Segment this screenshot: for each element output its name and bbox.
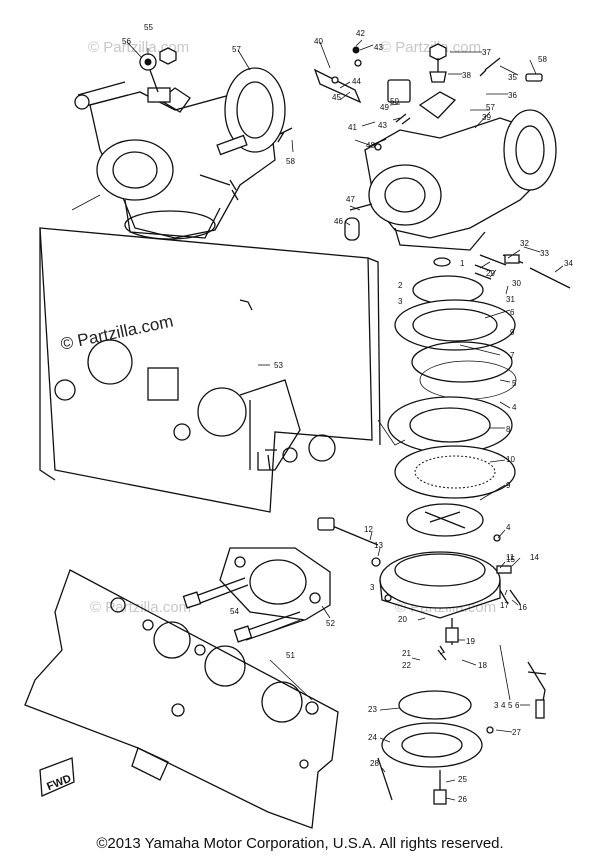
part-label-25: 25 — [458, 775, 467, 784]
part-label-12: 12 — [364, 525, 373, 534]
part-label-39: 39 — [482, 113, 491, 122]
part-label-52: 52 — [326, 619, 335, 628]
part-label-14: 14 — [530, 553, 539, 562]
part-label-44: 44 — [352, 77, 361, 86]
part-labels: 1 2 3 3 4 4 5 6 7 8 9 9 10 11 12 13 14 1… — [122, 23, 573, 804]
part-label-9b: 9 — [510, 328, 515, 337]
part-label-28: 28 — [370, 759, 379, 768]
part-label-41: 41 — [348, 123, 357, 132]
part-label-49: 49 — [380, 103, 389, 112]
part-label-11: 11 — [506, 553, 515, 562]
part-label-53: 53 — [274, 361, 283, 370]
fwd-direction-mark: FWD — [39, 757, 75, 797]
part-label-32: 32 — [520, 239, 529, 248]
part-label-9: 9 — [506, 481, 511, 490]
part-label-35: 35 — [508, 73, 517, 82]
part-label-10: 10 — [506, 455, 515, 464]
part-label-4c: 4 — [501, 701, 506, 710]
part-label-38: 38 — [462, 71, 471, 80]
part-label-51: 51 — [286, 651, 295, 660]
part-label-33: 33 — [540, 249, 549, 258]
part-label-group: 3 4 5 6 — [494, 701, 520, 710]
part-label-43b: 43 — [378, 121, 387, 130]
part-label-5c: 5 — [508, 701, 513, 710]
part-label-20: 20 — [398, 615, 407, 624]
part-label-30: 30 — [512, 279, 521, 288]
part-label-26: 26 — [458, 795, 467, 804]
copyright-notice: ©2013 Yamaha Motor Corporation, U.S.A. A… — [96, 835, 504, 852]
part-label-3: 3 — [398, 297, 403, 306]
part-label-42: 42 — [356, 29, 365, 38]
part-label-15: 15 — [506, 555, 515, 564]
part-label-8: 8 — [506, 425, 511, 434]
part-label-40: 40 — [314, 37, 323, 46]
part-label-6c: 6 — [515, 701, 520, 710]
carburetor-exploded-view: © Partzilla.com © Partzilla.com © Partzi… — [24, 23, 573, 829]
part-label-19: 19 — [466, 637, 475, 646]
base-plate-51 — [24, 569, 339, 829]
right-carburetor — [313, 43, 571, 289]
part-label-54: 54 — [230, 607, 239, 616]
part-label-4: 4 — [512, 403, 517, 412]
part-label-47: 47 — [346, 195, 355, 204]
part-label-50: 50 — [390, 97, 399, 106]
part-label-16: 16 — [518, 603, 527, 612]
part-label-36: 36 — [508, 91, 517, 100]
part-label-46: 46 — [334, 217, 343, 226]
part-label-48: 48 — [366, 141, 375, 150]
part-label-56: 56 — [122, 37, 131, 46]
part-label-29: 29 — [486, 269, 495, 278]
part-label-58: 58 — [538, 55, 547, 64]
part-label-17: 17 — [500, 601, 509, 610]
part-label-57b: 57 — [486, 103, 495, 112]
part-label-31: 31 — [506, 295, 515, 304]
fwd-label: FWD — [45, 773, 73, 794]
watermark-main: © Partzilla.com — [59, 312, 175, 354]
part-label-6: 6 — [510, 308, 515, 317]
part-label-22: 22 — [402, 661, 411, 670]
left-carburetor — [74, 47, 293, 240]
gasket-52 — [182, 547, 331, 643]
part-label-1: 1 — [460, 259, 465, 268]
part-label-34: 34 — [564, 259, 573, 268]
part-label-45: 45 — [332, 93, 341, 102]
pump-stack — [317, 257, 547, 805]
part-label-23: 23 — [368, 705, 377, 714]
part-label-27: 27 — [512, 728, 521, 737]
part-label-37: 37 — [482, 48, 491, 57]
part-label-18: 18 — [478, 661, 487, 670]
part-label-55: 55 — [144, 23, 153, 32]
part-label-43: 43 — [374, 43, 383, 52]
part-label-13: 13 — [374, 541, 383, 550]
part-label-7: 7 — [510, 351, 515, 360]
leader-lines — [126, 39, 564, 801]
part-label-24: 24 — [368, 733, 377, 742]
part-label-57: 57 — [232, 45, 241, 54]
part-label-2: 2 — [398, 281, 403, 290]
part-label-4b: 4 — [506, 523, 511, 532]
gasket-53 — [39, 194, 406, 513]
part-label-3b: 3 — [370, 583, 375, 592]
part-label-58b: 58 — [286, 157, 295, 166]
part-label-3c: 3 — [494, 701, 499, 710]
part-label-5: 5 — [512, 379, 517, 388]
part-label-21: 21 — [402, 649, 411, 658]
